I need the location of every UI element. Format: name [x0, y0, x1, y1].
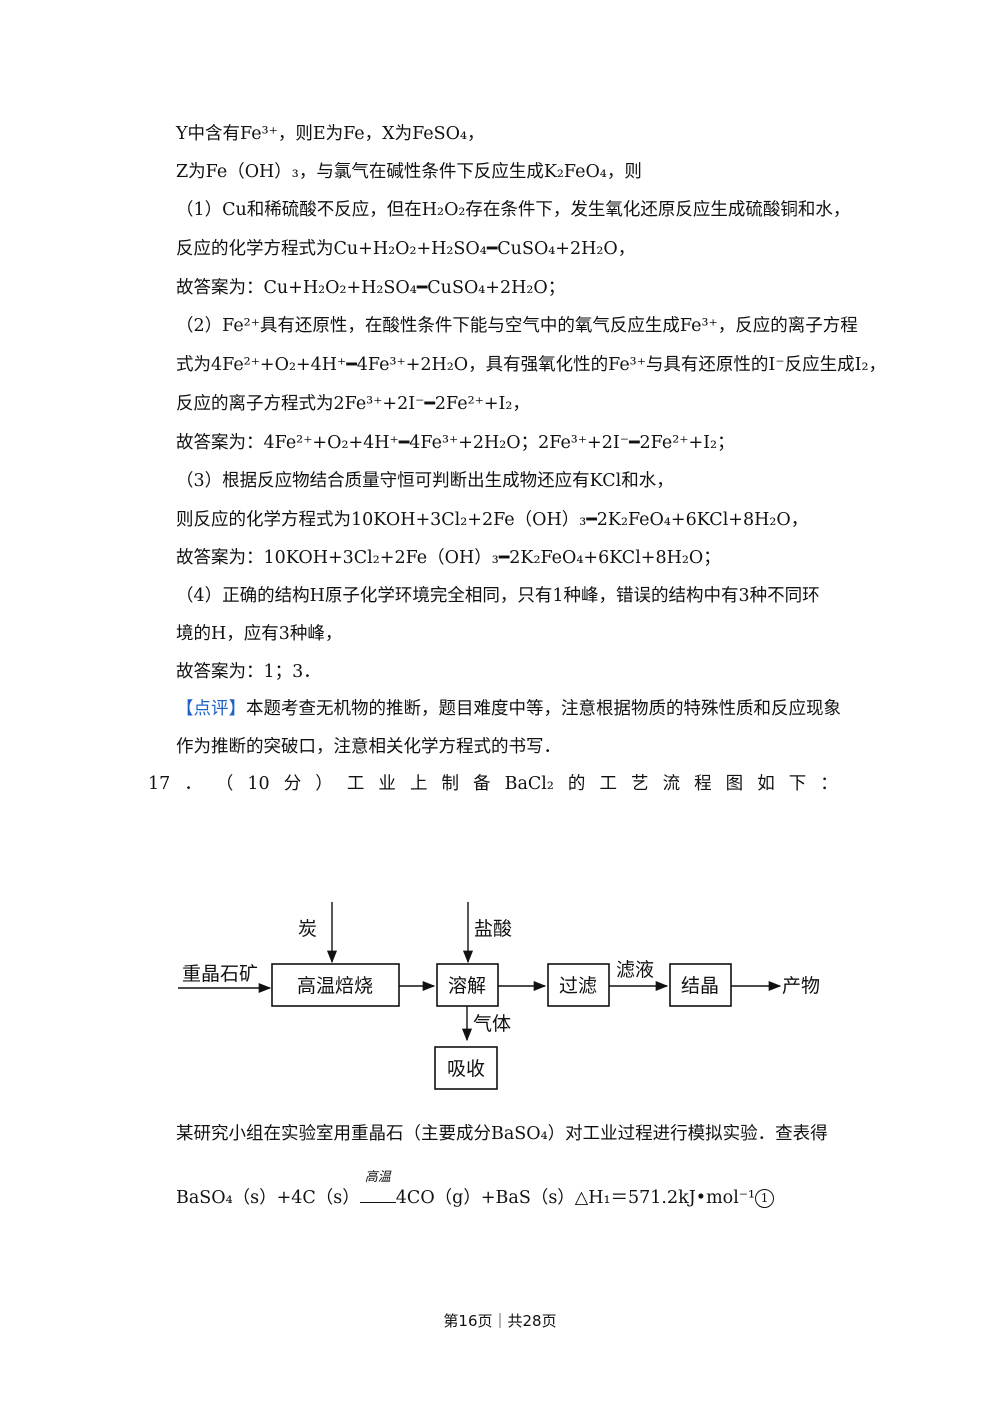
q-token: ： [820, 774, 838, 794]
q-token: ） [315, 774, 333, 794]
text-line: 式为4Fe²⁺+O₂+4H⁺━4Fe³⁺+2H₂O，具有强氧化性的Fe³⁺与具有… [176, 355, 887, 375]
step-absorb-label: 吸收 [447, 1058, 485, 1080]
q-token: 制 [441, 774, 459, 794]
text-line: （2）Fe²⁺具有还原性，在酸性条件下能与空气中的氧气反应生成Fe³⁺，反应的离… [176, 316, 858, 336]
step-filter-label: 过滤 [559, 975, 597, 997]
q-token: 上 [409, 774, 428, 794]
q-token: ． [184, 774, 202, 794]
q-token: 艺 [631, 774, 649, 794]
text-line: 反应的化学方程式为Cu+H₂O₂+H₂SO₄━CuSO₄+2H₂O， [176, 239, 636, 259]
filtrate-label: 滤液 [616, 959, 654, 981]
question-17-heading: 17 ． （ 10 分 ） 工 业 上 制 备 BaCl₂ 的 工 艺 流 程 … [148, 772, 838, 796]
step-roasting-box [271, 963, 400, 1007]
process-flowchart: 重晶石矿 炭 高温焙烧 盐酸 溶解 过滤 滤液 结晶 产物 气体 吸收 [178, 902, 820, 1090]
equation-line: BaSO₄（s）+4C（s） 高温 4CO（g）+BaS（s）△H₁＝571.2kJ… [176, 1170, 775, 1210]
text-line: 故答案为：10KOH+3Cl₂+2Fe（OH）₃━2K₂FeO₄+6KCl+8H… [176, 548, 721, 568]
comment-line: 【点评】本题考查无机物的推断，题目难度中等，注意根据物质的特殊性质和反应现象 [176, 697, 841, 721]
text-line: Z为Fe（OH）₃，与氯气在碱性条件下反应生成K₂FeO₄，则 [176, 162, 642, 182]
equation-arrow [359, 1190, 396, 1203]
q-token: 17 [148, 774, 171, 794]
input-label: 重晶石矿 [182, 963, 258, 985]
q-token: BaCl₂ [504, 774, 554, 794]
equation-condition: 高温 [359, 1170, 396, 1210]
step-dissolve-label: 溶解 [448, 975, 486, 997]
step-crystallize-label: 结晶 [681, 975, 719, 997]
equation-left: BaSO₄（s）+4C（s） [176, 1188, 360, 1208]
text-line: 反应的离子方程式为2Fe³⁺+2I⁻━2Fe²⁺+I₂， [176, 394, 530, 414]
product-label: 产物 [782, 975, 820, 997]
comment-tag: 【点评】 [176, 699, 246, 719]
step-filter-box [547, 963, 610, 1007]
q-token: 10 [247, 774, 270, 794]
text-line: 故答案为：Cu+H₂O₂+H₂SO₄━CuSO₄+2H₂O； [176, 278, 566, 298]
text-line: Y中含有Fe³⁺，则E为Fe，X为FeSO₄， [176, 124, 485, 144]
q-token: 分 [283, 774, 302, 794]
text-line: 某研究小组在实验室用重晶石（主要成分BaSO₄）对工业过程进行模拟实验．查表得 [176, 1124, 828, 1144]
comment-text: 本题考查无机物的推断，题目难度中等，注意根据物质的特殊性质和反应现象 [246, 699, 841, 719]
text-line: （3）根据反应物结合质量守恒可判断出生成物还应有KCl和水， [176, 471, 674, 491]
text-line: 则反应的化学方程式为10KOH+3Cl₂+2Fe（OH）₃━2K₂FeO₄+6K… [176, 510, 809, 530]
equation-number: 1 [755, 1189, 775, 1208]
q-token: 备 [473, 774, 491, 794]
q-token: 下 [788, 774, 807, 794]
q-token: 业 [378, 774, 396, 794]
text-line: 境的H，应有3种峰， [176, 624, 343, 644]
step-roasting-label: 高温焙烧 [297, 975, 373, 997]
text-line: （1）Cu和稀硫酸不反应，但在H₂O₂存在条件下，发生氧化还原反应生成硫酸铜和水… [176, 200, 851, 220]
gas-label: 气体 [473, 1013, 511, 1035]
page-footer: 第16页｜共28页 [443, 1312, 557, 1330]
text-line: （4）正确的结构H原子化学环境完全相同，只有1种峰，错误的结构中有3种不同环 [176, 586, 820, 606]
carbon-label: 炭 [298, 918, 317, 940]
equation-right: 4CO（g）+BaS（s）△H₁＝571.2kJ•mol⁻¹ [395, 1188, 756, 1208]
q-token: 工 [346, 774, 365, 794]
q-token: 流 [662, 774, 681, 794]
acid-label: 盐酸 [474, 918, 512, 940]
text-line: 故答案为：4Fe²⁺+O₂+4H⁺━4Fe³⁺+2H₂O；2Fe³⁺+2I⁻━2… [176, 433, 735, 453]
q-token: 的 [567, 774, 586, 794]
condition-label: 高温 [364, 1170, 391, 1185]
q-token: 图 [725, 774, 744, 794]
text-line: 作为推断的突破口，注意相关化学方程式的书写． [176, 737, 561, 757]
q-token: 如 [757, 774, 775, 794]
step-crystallize-box [669, 963, 732, 1007]
q-token: （ [215, 774, 234, 794]
text-line: 故答案为：1；3． [176, 662, 321, 682]
q-token: 工 [599, 774, 617, 794]
q-token: 程 [694, 774, 712, 794]
step-absorb-box [434, 1046, 498, 1090]
